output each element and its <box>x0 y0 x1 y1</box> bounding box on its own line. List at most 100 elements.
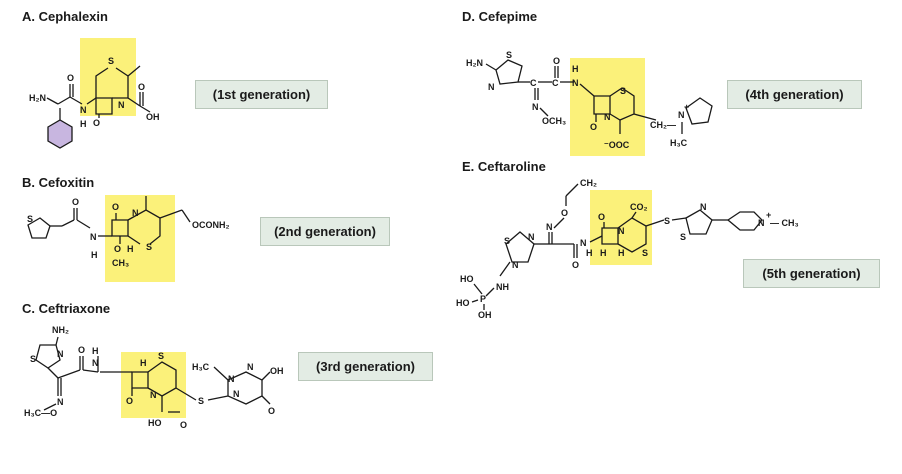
generation-label-cephalexin: (1st generation) <box>195 80 328 109</box>
svg-text:N: N <box>118 100 125 110</box>
svg-text:S: S <box>506 50 512 60</box>
svg-text:N: N <box>512 260 519 270</box>
svg-text:CO₂: CO₂ <box>630 202 648 212</box>
svg-text:O: O <box>572 260 579 270</box>
svg-text:S: S <box>27 214 33 224</box>
svg-text:S: S <box>30 354 36 364</box>
svg-text:O: O <box>126 396 133 406</box>
svg-text:N: N <box>532 102 539 112</box>
svg-text:HO: HO <box>460 274 474 284</box>
svg-text:CH₂—: CH₂— <box>650 120 676 130</box>
svg-text:H₃C: H₃C <box>670 138 688 148</box>
generation-label-cefepime: (4th generation) <box>727 80 862 109</box>
svg-text:CH₂: CH₂ <box>580 178 597 188</box>
svg-text:N: N <box>80 105 87 115</box>
svg-text:— CH₃: — CH₃ <box>770 218 799 228</box>
svg-text:O: O <box>598 212 605 222</box>
svg-text:H: H <box>600 248 607 258</box>
svg-text:H: H <box>572 64 579 74</box>
svg-text:N: N <box>57 397 64 407</box>
svg-text:H: H <box>80 119 87 129</box>
svg-text:N: N <box>604 112 611 122</box>
svg-text:H₃C: H₃C <box>192 362 210 372</box>
svg-text:H₂N: H₂N <box>466 58 483 68</box>
svg-text:S: S <box>198 396 204 406</box>
svg-text:O: O <box>72 197 79 207</box>
svg-text:OCONH₂: OCONH₂ <box>192 220 230 230</box>
svg-text:H₃C—O: H₃C—O <box>24 408 57 418</box>
svg-text:N: N <box>528 232 535 242</box>
svg-text:H: H <box>127 244 134 254</box>
svg-text:H: H <box>618 248 625 258</box>
svg-text:C: C <box>552 78 559 88</box>
svg-text:N: N <box>90 232 97 242</box>
cefoxitin-structure: S O NH O OCH₃ H S N OCONH₂ <box>27 196 230 268</box>
svg-text:N: N <box>618 226 625 236</box>
svg-text:S: S <box>664 216 670 226</box>
svg-text:+: + <box>766 210 771 220</box>
svg-text:NH: NH <box>496 282 509 292</box>
svg-text:O: O <box>553 56 560 66</box>
svg-text:OH: OH <box>146 112 160 122</box>
svg-text:H: H <box>140 358 147 368</box>
svg-text:H₂N: H₂N <box>29 93 46 103</box>
svg-text:N: N <box>546 222 553 232</box>
svg-text:O: O <box>268 406 275 416</box>
svg-text:N: N <box>580 238 587 248</box>
cephalexin-structure: H₂N O NH O S N O OH <box>29 56 160 149</box>
svg-text:O: O <box>561 208 568 218</box>
svg-text:N: N <box>758 218 765 228</box>
svg-text:HO: HO <box>148 418 162 428</box>
core-highlight-cefoxitin <box>105 195 175 282</box>
svg-text:H: H <box>91 250 98 260</box>
svg-text:S: S <box>504 236 510 246</box>
svg-text:N: N <box>92 358 99 368</box>
title-cefepime: D. Cefepime <box>462 9 538 24</box>
svg-text:C: C <box>530 78 537 88</box>
svg-text:N: N <box>247 362 254 372</box>
generation-label-ceftaroline: (5th generation) <box>743 259 880 288</box>
generation-label-ceftriaxone: (3rd generation) <box>298 352 433 381</box>
svg-text:S: S <box>680 232 686 242</box>
svg-text:CH₃: CH₃ <box>112 258 129 268</box>
svg-text:N: N <box>488 82 495 92</box>
svg-text:H: H <box>92 346 99 356</box>
svg-text:S: S <box>108 56 114 66</box>
svg-text:O: O <box>67 73 74 83</box>
svg-text:H: H <box>586 248 593 258</box>
svg-text:O: O <box>180 420 187 430</box>
svg-text:P: P <box>480 294 486 304</box>
generation-label-cefoxitin: (2nd generation) <box>260 217 390 246</box>
svg-text:N: N <box>700 202 707 212</box>
cefepime-structure: H₂N SN C C O N OCH₃ NH O S N ⁻OOC CH₂— N… <box>466 50 713 150</box>
svg-text:S: S <box>642 248 648 258</box>
svg-text:N: N <box>150 390 157 400</box>
svg-text:N: N <box>228 374 235 384</box>
svg-text:N: N <box>233 389 240 399</box>
title-ceftaroline: E. Ceftaroline <box>462 159 546 174</box>
svg-text:N: N <box>572 78 579 88</box>
svg-text:S: S <box>158 351 164 361</box>
svg-text:NH₂: NH₂ <box>52 325 69 335</box>
svg-text:O: O <box>78 345 85 355</box>
svg-text:N: N <box>678 110 685 120</box>
svg-text:N: N <box>132 208 139 218</box>
svg-text:S: S <box>146 242 152 252</box>
svg-text:O: O <box>114 244 121 254</box>
title-cephalexin: A. Cephalexin <box>22 9 108 24</box>
title-cefoxitin: B. Cefoxitin <box>22 175 95 190</box>
svg-text:O: O <box>112 202 119 212</box>
svg-text:OCH₃: OCH₃ <box>542 116 566 126</box>
core-highlight-ceftaroline <box>590 190 652 265</box>
svg-text:⁻OOC: ⁻OOC <box>604 140 630 150</box>
svg-text:HO: HO <box>456 298 470 308</box>
svg-text:S: S <box>620 86 626 96</box>
core-highlight-cefepime <box>570 58 645 156</box>
svg-text:N: N <box>57 349 64 359</box>
svg-text:OH: OH <box>270 366 284 376</box>
title-ceftriaxone: C. Ceftriaxone <box>22 301 111 316</box>
svg-text:O: O <box>138 82 145 92</box>
